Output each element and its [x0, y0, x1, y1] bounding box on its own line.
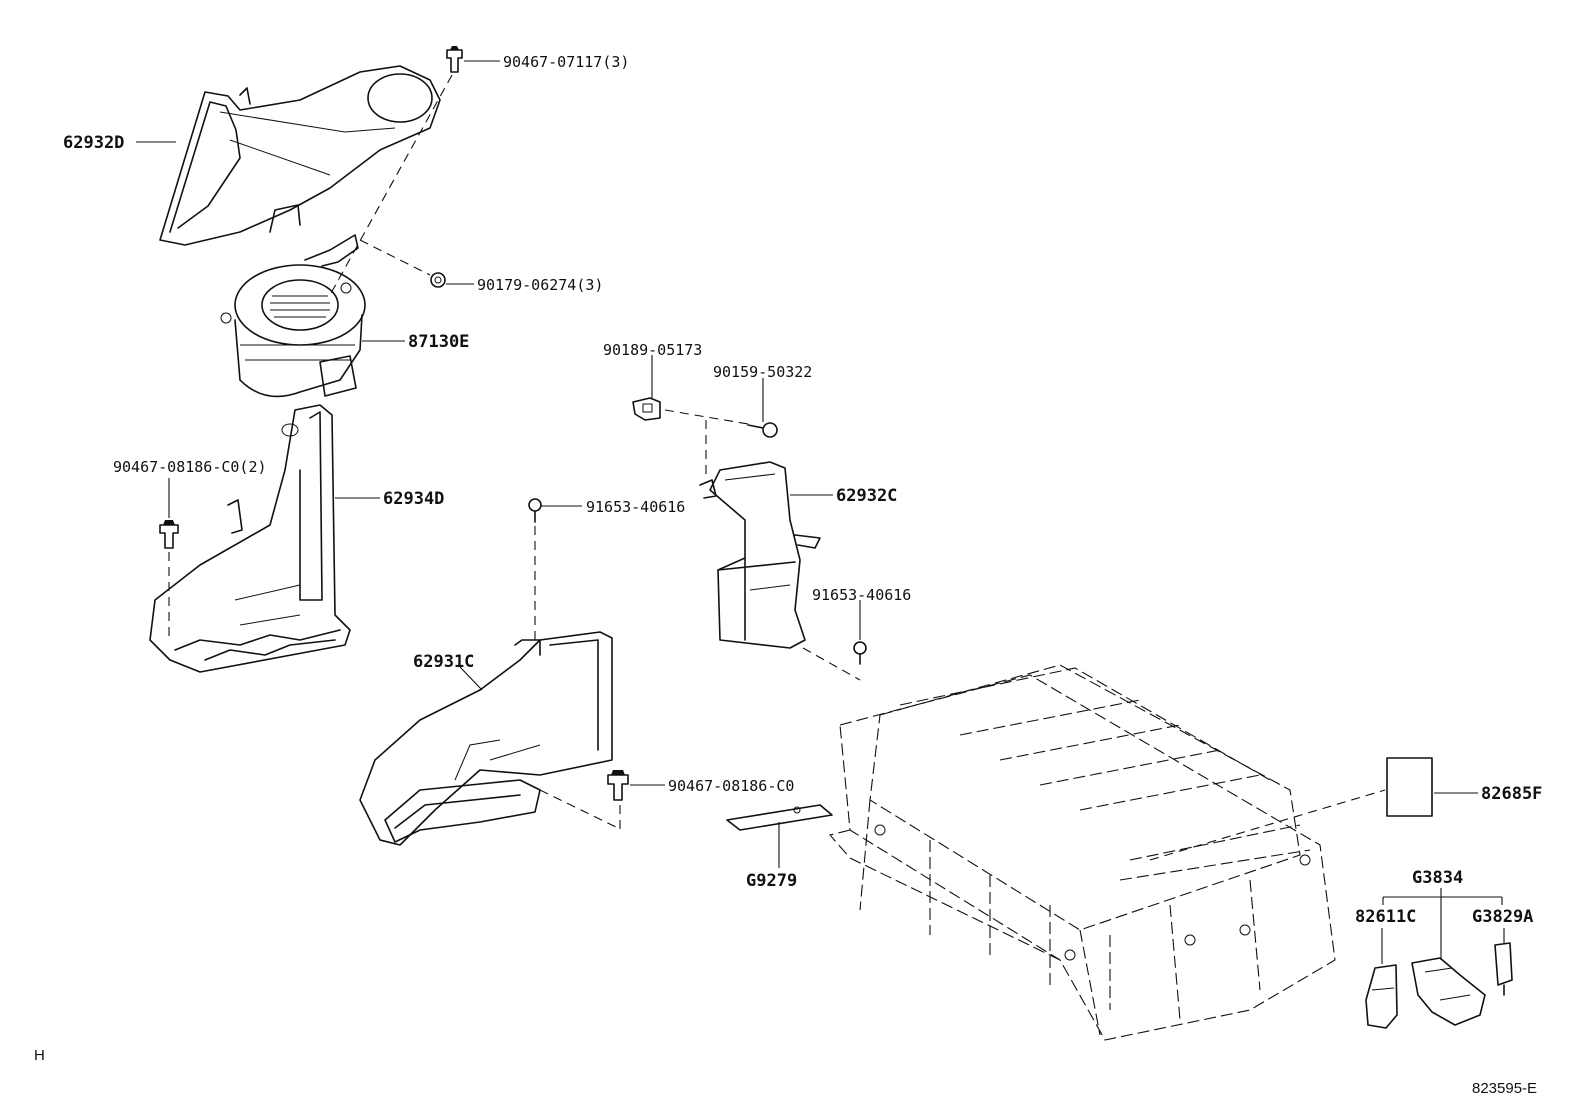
connector-assy-g3834[interactable] [1411, 957, 1486, 1026]
label-90179-06274: 90179-06274(3) [477, 276, 603, 294]
label-90189-05173: 90189-05173 [603, 341, 702, 359]
clip-90467-08186-c0-2[interactable] [159, 520, 179, 549]
clip-90467-08186-c0[interactable] [607, 770, 629, 801]
label-sheet-82685f[interactable] [1386, 757, 1433, 817]
duct-62931c[interactable] [359, 631, 613, 846]
plate-g9279[interactable] [726, 804, 833, 831]
bolt-91653-40616-right[interactable] [853, 641, 867, 665]
label-91653-40616-b: 91653-40616 [812, 586, 911, 604]
nut-90179-06274[interactable] [430, 272, 446, 288]
label-62934d: 62934D [383, 489, 444, 509]
label-90467-07117: 90467-07117(3) [503, 53, 629, 71]
label-91653-40616-a: 91653-40616 [586, 498, 685, 516]
label-82611c: 82611C [1355, 907, 1416, 927]
label-g3829a: G3829A [1472, 907, 1533, 927]
label-90159-50322: 90159-50322 [713, 363, 812, 381]
label-62932c: 62932C [836, 486, 897, 506]
bolt-91653-40616-left[interactable] [528, 498, 542, 523]
label-62931c: 62931C [413, 652, 474, 672]
corner-mark: H [34, 1047, 45, 1064]
duct-62932d[interactable] [159, 65, 441, 246]
diagram-id: 823595-E [1472, 1080, 1537, 1097]
clip-90467-07117[interactable] [446, 46, 463, 73]
connector-82611c[interactable] [1365, 964, 1398, 1029]
bolt-90159-50322[interactable] [747, 422, 778, 438]
label-g9279: G9279 [746, 871, 797, 891]
blower-87130e[interactable] [220, 234, 366, 398]
clip-90189-05173[interactable] [632, 397, 661, 421]
label-90467-08186-c0-2: 90467-08186-C0(2) [113, 458, 267, 476]
battery-pack-ghost [828, 664, 1336, 1041]
label-87130e: 87130E [408, 332, 469, 352]
label-g3834: G3834 [1412, 868, 1463, 888]
duct-62932c[interactable] [699, 461, 821, 649]
label-90467-08186-c0: 90467-08186-C0 [668, 777, 794, 795]
sensor-g3829a[interactable] [1494, 942, 1513, 996]
label-62932d: 62932D [63, 133, 124, 153]
label-82685f: 82685F [1481, 784, 1542, 804]
duct-62934d[interactable] [149, 404, 351, 673]
